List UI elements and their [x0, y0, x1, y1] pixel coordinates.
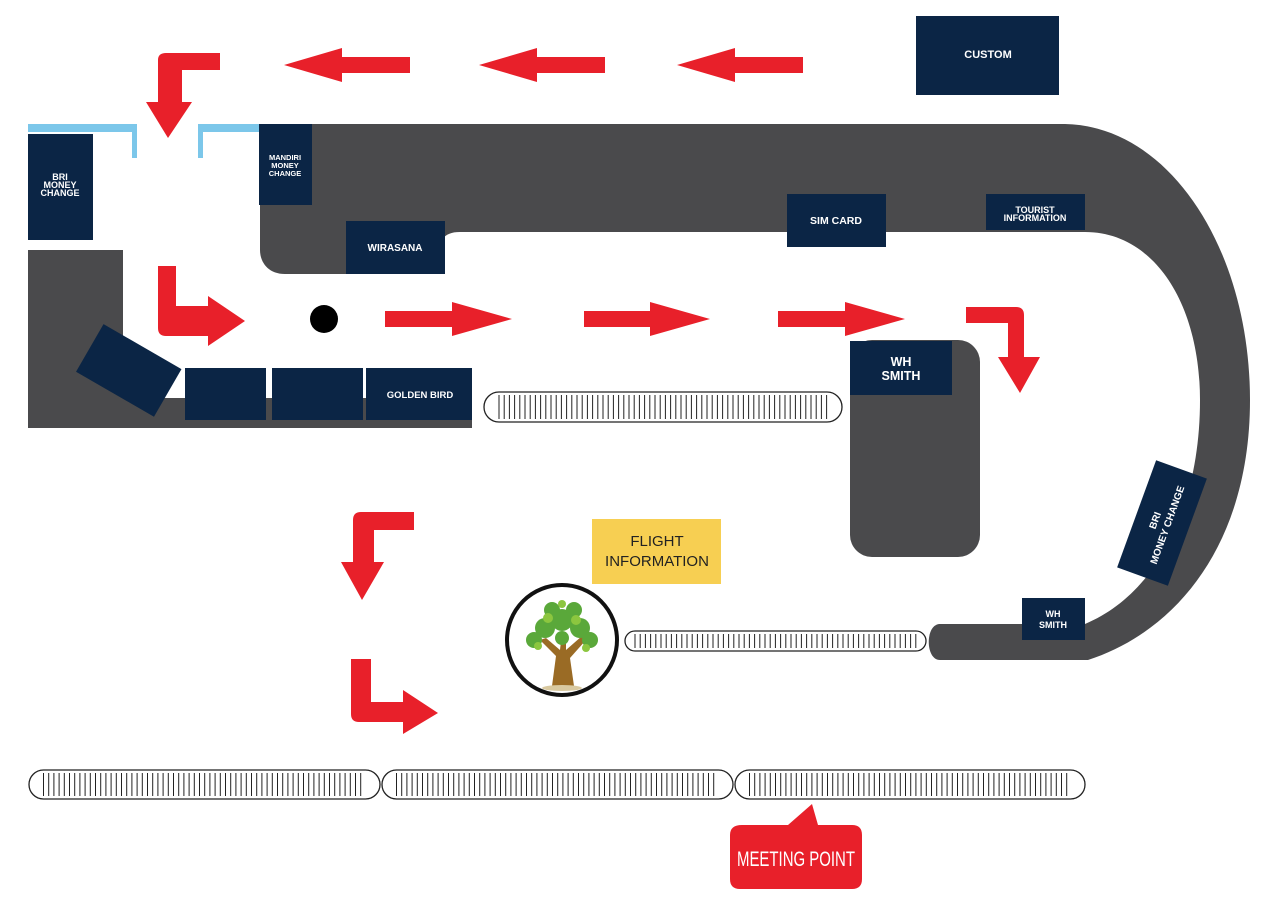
sim-card-label: SIM CARD	[810, 215, 862, 227]
door-frame-left	[28, 124, 136, 132]
mandiri-line-2: MONEY	[271, 161, 299, 170]
direction-arrow-icon	[966, 307, 1040, 393]
golden-bird-label: GOLDEN BIRD	[387, 390, 454, 401]
conveyor-bottom-3	[734, 769, 1086, 800]
tourist-info-line-1: TOURIST	[1015, 205, 1055, 215]
marker-dot-icon	[310, 305, 338, 333]
conveyor-middle	[624, 630, 927, 652]
unnamed-booth-tilted[interactable]	[76, 324, 182, 417]
direction-arrow-icon	[351, 659, 438, 734]
conveyor-outline	[734, 769, 1086, 800]
unnamed-booth-2[interactable]	[272, 368, 363, 420]
tourist-information-booth[interactable]: TOURIST INFORMATION	[986, 194, 1085, 230]
bri-money-change-left-booth[interactable]: BRI MONEY CHANGE	[28, 134, 93, 240]
upper-walkway	[260, 124, 1250, 660]
wirasana-booth[interactable]: WIRASANA	[346, 221, 445, 274]
door-frame-left-post	[132, 124, 137, 158]
flight-info-line-1: FLIGHT	[630, 533, 683, 550]
direction-arrow-icon	[284, 48, 410, 82]
direction-arrow-icon	[385, 302, 512, 336]
conveyor-bottom-1	[28, 769, 381, 800]
door-frame-right	[198, 124, 260, 132]
unnamed-booth-1[interactable]	[185, 368, 266, 420]
mandiri-money-change-booth[interactable]: MANDIRI MONEY CHANGE	[259, 124, 312, 205]
baggage-conveyors	[28, 391, 1086, 800]
direction-arrow-icon	[341, 512, 414, 600]
direction-arrow-icon	[146, 53, 220, 138]
entrance-door	[28, 124, 260, 158]
direction-arrow-icon	[677, 48, 803, 82]
wh-smith-center-line-2: SMITH	[882, 369, 921, 383]
direction-arrow-icon	[584, 302, 710, 336]
sim-card-booth[interactable]: SIM CARD	[787, 194, 886, 247]
direction-arrow-icon	[479, 48, 605, 82]
wirasana-label: WIRASANA	[368, 243, 423, 254]
custom-label: CUSTOM	[964, 49, 1011, 61]
flight-info-line-2: INFORMATION	[605, 553, 709, 570]
direction-arrow-icon	[158, 266, 245, 346]
conveyor-outline	[483, 391, 843, 423]
flight-information-sign[interactable]: FLIGHT INFORMATION	[592, 519, 721, 584]
door-frame-right-post	[198, 124, 203, 158]
bri-left-line-3: CHANGE	[40, 188, 79, 198]
direction-arrows	[146, 48, 1040, 734]
meeting-point-label: MEETING POINT	[737, 848, 855, 871]
wh-smith-center-booth[interactable]: WH SMITH	[850, 341, 952, 395]
custom-booth[interactable]: CUSTOM	[916, 16, 1059, 95]
conveyor-bottom-2	[381, 769, 734, 800]
wh-smith-right-line-1: WH	[1046, 609, 1061, 619]
mandiri-line-3: CHANGE	[269, 169, 302, 178]
conveyor-upper	[483, 391, 843, 423]
tourist-info-line-2: INFORMATION	[1004, 213, 1067, 223]
wh-smith-right-booth[interactable]: WH SMITH	[1022, 598, 1085, 640]
bri-left-line-2: MONEY	[43, 180, 76, 190]
bri-money-change-right-booth[interactable]: BRI MONEY CHANGE	[1117, 460, 1207, 586]
tree-icon	[505, 583, 619, 697]
meeting-point-sign[interactable]: MEETING POINT	[730, 804, 862, 889]
golden-bird-booth[interactable]: GOLDEN BIRD	[366, 368, 472, 420]
wh-smith-center-line-1: WH	[891, 355, 912, 369]
wh-smith-right-line-2: SMITH	[1039, 620, 1067, 630]
bri-left-line-1: BRI	[52, 172, 68, 182]
mandiri-line-1: MANDIRI	[269, 153, 301, 162]
direction-arrow-icon	[778, 302, 905, 336]
